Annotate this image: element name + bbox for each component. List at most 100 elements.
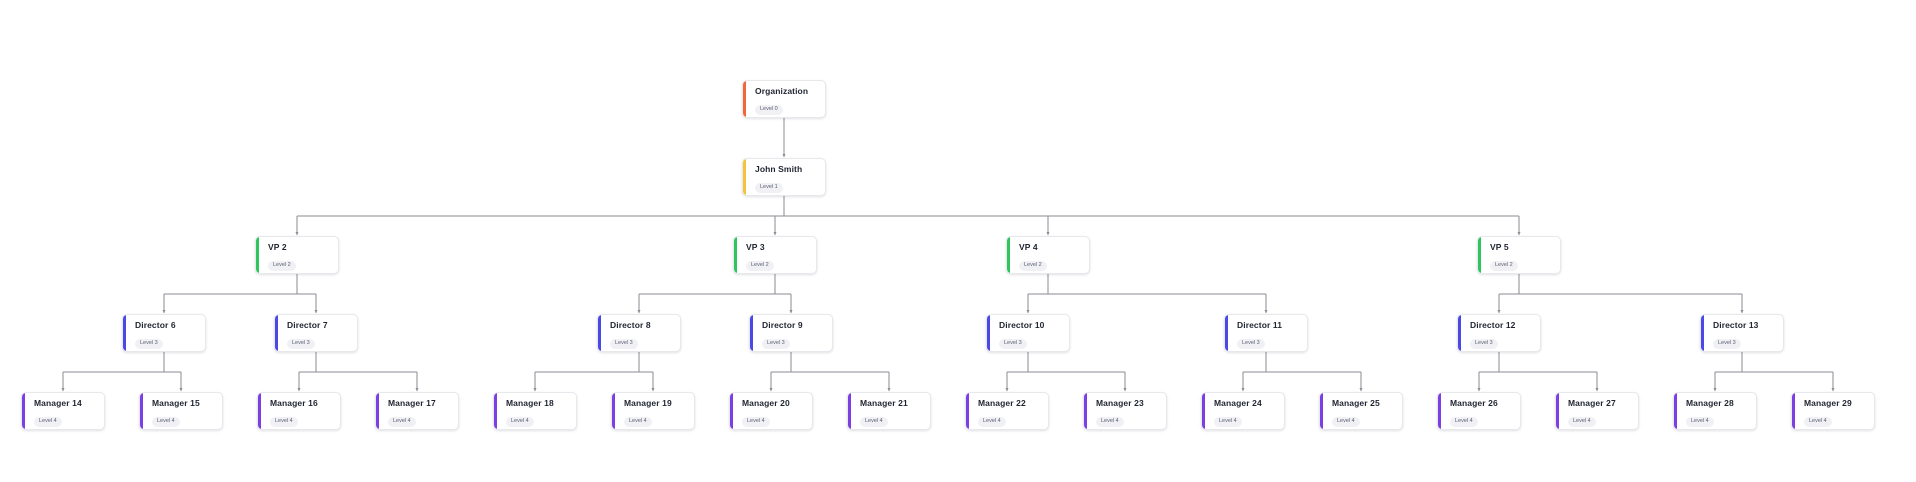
node-level-badge: Level 4 (1096, 409, 1166, 427)
level-accent-bar (1007, 237, 1010, 273)
node-title: Director 13 (1713, 320, 1759, 330)
node-level-badge-text: Level 4 (860, 416, 888, 427)
node-level-badge: Level 4 (506, 409, 576, 427)
node-level-badge: Level 4 (624, 409, 694, 427)
node-title: Manager 28 (1686, 398, 1734, 408)
node-title: VP 3 (746, 242, 765, 252)
node-title: Manager 21 (860, 398, 908, 408)
node-level-badge: Level 4 (1568, 409, 1638, 427)
node-level-badge-text: Level 3 (1470, 338, 1498, 349)
level-accent-bar (848, 393, 851, 429)
node-level-badge: Level 3 (762, 331, 832, 349)
node-level-badge: Level 4 (1332, 409, 1402, 427)
node-title: VP 5 (1490, 242, 1509, 252)
node-title: VP 4 (1019, 242, 1038, 252)
level-accent-bar (258, 393, 261, 429)
level-accent-bar (494, 393, 497, 429)
node-level-badge-text: Level 4 (270, 416, 298, 427)
node-title: Director 6 (135, 320, 176, 330)
node-level-badge-text: Level 3 (135, 338, 163, 349)
org-node-n26[interactable]: Manager 26 Level 4 (1437, 392, 1521, 430)
node-level-badge-text: Level 3 (999, 338, 1027, 349)
org-node-n21[interactable]: Manager 21 Level 4 (847, 392, 931, 430)
level-accent-bar (1202, 393, 1205, 429)
node-title: Manager 19 (624, 398, 672, 408)
level-accent-bar (1701, 315, 1704, 351)
node-level-badge: Level 4 (270, 409, 340, 427)
org-node-n9[interactable]: Director 9 Level 3 (749, 314, 833, 352)
org-node-n29[interactable]: Manager 29 Level 4 (1791, 392, 1875, 430)
level-accent-bar (256, 237, 259, 273)
node-level-badge-text: Level 4 (1804, 416, 1832, 427)
level-accent-bar (598, 315, 601, 351)
node-level-badge: Level 4 (1450, 409, 1520, 427)
node-level-badge-text: Level 2 (268, 260, 296, 271)
node-title: Manager 22 (978, 398, 1026, 408)
org-node-n15[interactable]: Manager 15 Level 4 (139, 392, 223, 430)
node-level-badge: Level 0 (755, 97, 825, 115)
node-level-badge-text: Level 4 (624, 416, 652, 427)
node-level-badge: Level 4 (860, 409, 930, 427)
level-accent-bar (966, 393, 969, 429)
level-accent-bar (1458, 315, 1461, 351)
node-level-badge: Level 4 (34, 409, 104, 427)
node-level-badge-text: Level 2 (1490, 260, 1518, 271)
node-level-badge-text: Level 4 (34, 416, 62, 427)
level-accent-bar (376, 393, 379, 429)
node-level-badge-text: Level 3 (610, 338, 638, 349)
level-accent-bar (22, 393, 25, 429)
node-title: Manager 26 (1450, 398, 1498, 408)
node-title: Organization (755, 86, 809, 96)
level-accent-bar (1084, 393, 1087, 429)
node-level-badge: Level 4 (978, 409, 1048, 427)
node-title: Manager 20 (742, 398, 790, 408)
node-title: Director 11 (1237, 320, 1283, 330)
level-accent-bar (750, 315, 753, 351)
node-title: Manager 29 (1804, 398, 1852, 408)
org-node-n19[interactable]: Manager 19 Level 4 (611, 392, 695, 430)
node-title: Manager 15 (152, 398, 200, 408)
node-level-badge-text: Level 4 (152, 416, 180, 427)
node-title: Director 9 (762, 320, 803, 330)
node-level-badge: Level 4 (1686, 409, 1756, 427)
node-title: Manager 27 (1568, 398, 1616, 408)
node-level-badge-text: Level 4 (388, 416, 416, 427)
level-accent-bar (123, 315, 126, 351)
node-level-badge-text: Level 4 (1450, 416, 1478, 427)
node-level-badge: Level 3 (1470, 331, 1540, 349)
org-node-n6[interactable]: Director 6 Level 3 (122, 314, 206, 352)
node-title: Manager 23 (1096, 398, 1144, 408)
node-title: John Smith (755, 164, 803, 174)
level-accent-bar (1438, 393, 1441, 429)
node-level-badge-text: Level 3 (762, 338, 790, 349)
node-level-badge: Level 3 (1713, 331, 1783, 349)
node-level-badge: Level 2 (746, 253, 816, 271)
level-accent-bar (1674, 393, 1677, 429)
node-level-badge: Level 2 (1019, 253, 1089, 271)
node-level-badge: Level 3 (1237, 331, 1307, 349)
org-node-n5[interactable]: VP 5 Level 2 (1477, 236, 1561, 274)
